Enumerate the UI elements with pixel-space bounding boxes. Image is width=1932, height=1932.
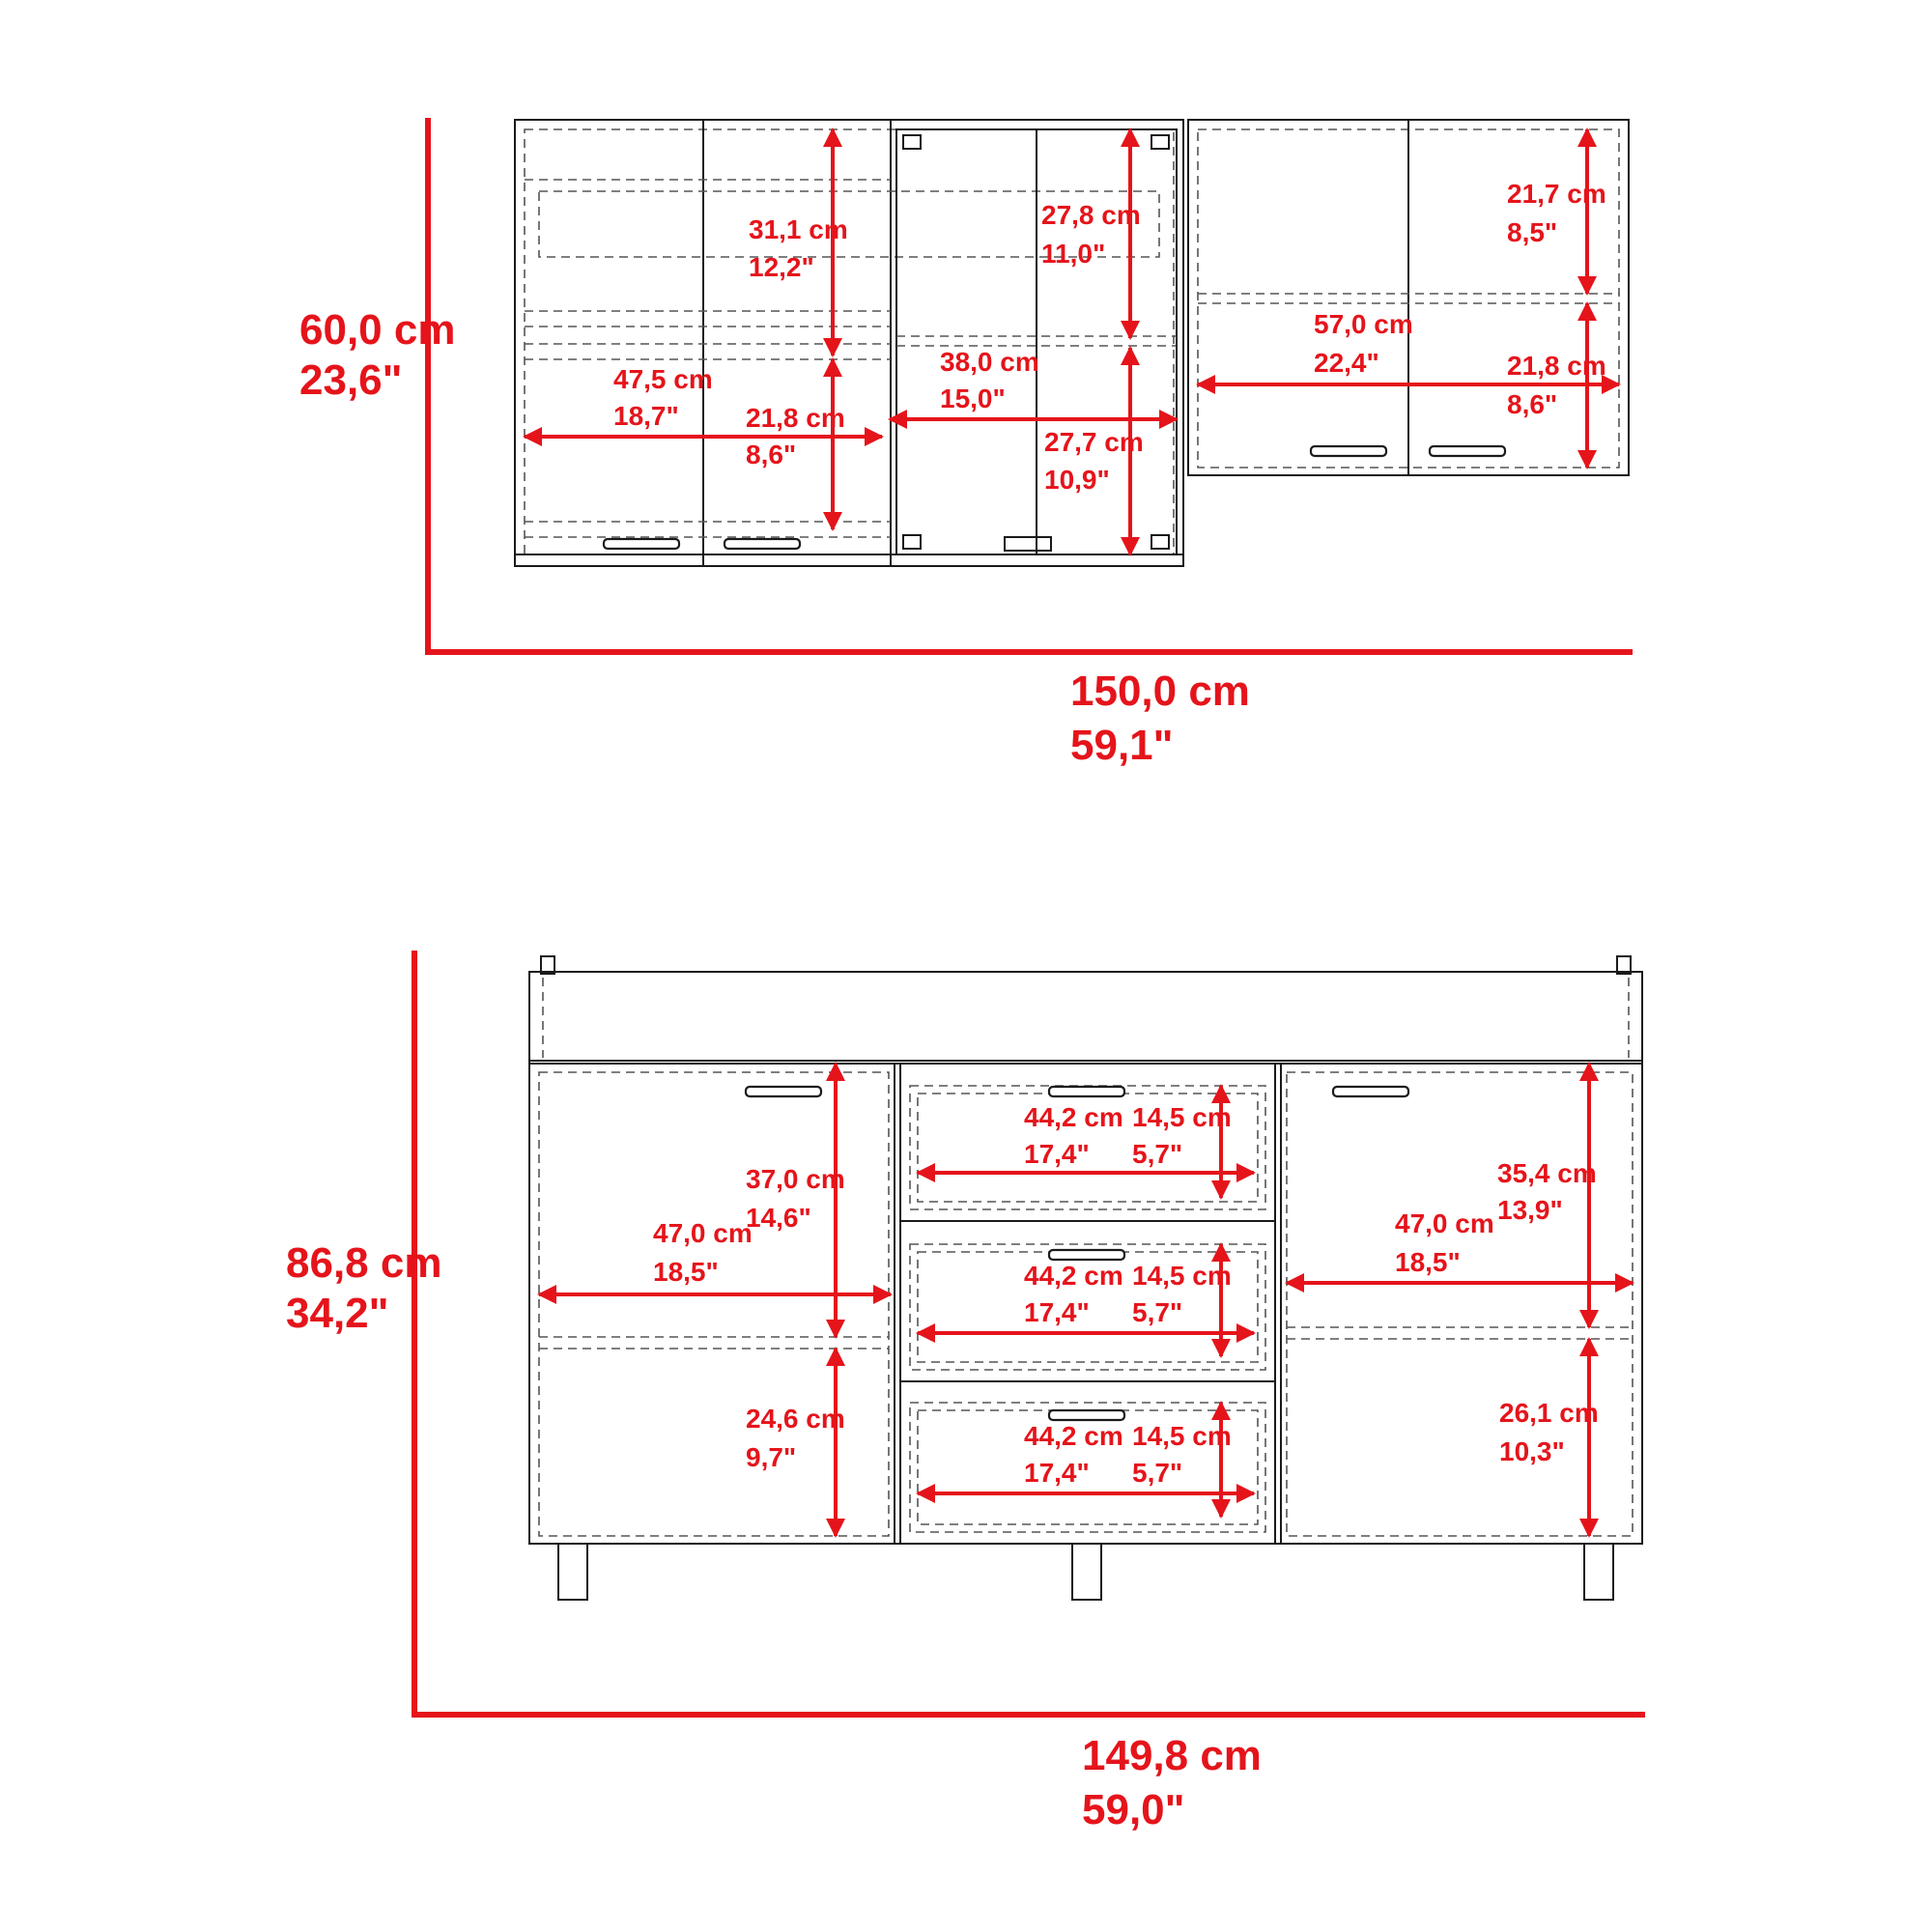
lower-dim-f-in: 18,5"	[1395, 1247, 1461, 1277]
upper-width-in: 59,1"	[1070, 722, 1174, 769]
upper-dim-c-in: 8,6"	[746, 440, 796, 469]
lower-width-in: 59,0"	[1082, 1786, 1185, 1833]
lower-dimension-arrows	[537, 1062, 1634, 1538]
lower-dim-c-in: 9,7"	[746, 1442, 796, 1472]
lower-cabinet-drawing	[528, 955, 1643, 1601]
upper-dim-f-in: 10,9"	[1044, 465, 1110, 495]
drawer-3-height-in: 5,7"	[1132, 1458, 1182, 1488]
drawer-2-height-cm: 14,5 cm	[1132, 1261, 1232, 1291]
lower-dim-a-in: 14,6"	[746, 1203, 811, 1233]
upper-dim-f-cm: 27,7 cm	[1044, 427, 1144, 457]
upper-cabinet-drawing	[514, 119, 1630, 567]
drawer-2-height-in: 5,7"	[1132, 1297, 1182, 1327]
drawer-1-height-cm: 14,5 cm	[1132, 1102, 1232, 1132]
lower-dim-g-in: 10,3"	[1499, 1436, 1565, 1466]
drawer-3-width-cm: 44,2 cm	[1024, 1421, 1123, 1451]
drawer-1-height-in: 5,7"	[1132, 1139, 1182, 1169]
lower-dim-a-cm: 37,0 cm	[746, 1164, 845, 1194]
upper-height-cm: 60,0 cm	[299, 306, 455, 354]
drawer-2-width-cm: 44,2 cm	[1024, 1261, 1123, 1291]
upper-dim-g-in: 8,5"	[1507, 217, 1557, 247]
drawer-3-height-cm: 14,5 cm	[1132, 1421, 1232, 1451]
lower-width-cm: 149,8 cm	[1082, 1732, 1262, 1779]
lower-dim-c-cm: 24,6 cm	[746, 1404, 845, 1434]
lower-labels: 86,8 cm 34,2" 149,8 cm 59,0" 37,0 cm 14,…	[286, 1102, 1599, 1833]
upper-width-cm: 150,0 cm	[1070, 668, 1250, 715]
upper-dim-h-in: 22,4"	[1314, 348, 1379, 378]
lower-height-in: 34,2"	[286, 1290, 389, 1337]
upper-dim-h-cm: 57,0 cm	[1314, 309, 1413, 339]
upper-dim-i-in: 8,6"	[1507, 389, 1557, 419]
lower-dim-b-cm: 47,0 cm	[653, 1218, 753, 1248]
lower-dim-f-cm: 47,0 cm	[1395, 1208, 1494, 1238]
upper-dim-b-cm: 47,5 cm	[613, 364, 713, 394]
upper-dim-d-cm: 27,8 cm	[1041, 200, 1141, 230]
lower-height-cm: 86,8 cm	[286, 1239, 441, 1287]
lower-dim-b-in: 18,5"	[653, 1257, 719, 1287]
upper-dim-b-in: 18,7"	[613, 401, 679, 431]
drawer-1-width-in: 17,4"	[1024, 1139, 1090, 1169]
drawer-2-width-in: 17,4"	[1024, 1297, 1090, 1327]
drawer-3-width-in: 17,4"	[1024, 1458, 1090, 1488]
drawer-1-width-cm: 44,2 cm	[1024, 1102, 1123, 1132]
upper-dim-d-in: 11,0"	[1041, 239, 1105, 269]
upper-dim-a-cm: 31,1 cm	[749, 214, 848, 244]
lower-dim-e-in: 13,9"	[1497, 1195, 1563, 1225]
upper-dim-e-in: 15,0"	[940, 384, 1006, 413]
upper-dim-g-cm: 21,7 cm	[1507, 179, 1606, 209]
lower-dim-g-cm: 26,1 cm	[1499, 1398, 1599, 1428]
upper-dimension-arrows	[523, 128, 1621, 556]
upper-labels: 60,0 cm 23,6" 150,0 cm 59,1" 31,1 cm 12,…	[299, 179, 1606, 769]
upper-dim-a-in: 12,2"	[749, 252, 814, 282]
upper-height-in: 23,6"	[299, 356, 403, 404]
upper-dim-c-cm: 21,8 cm	[746, 403, 845, 433]
lower-dim-e-cm: 35,4 cm	[1497, 1158, 1597, 1188]
upper-dim-e-cm: 38,0 cm	[940, 347, 1039, 377]
upper-dim-i-cm: 21,8 cm	[1507, 351, 1606, 381]
